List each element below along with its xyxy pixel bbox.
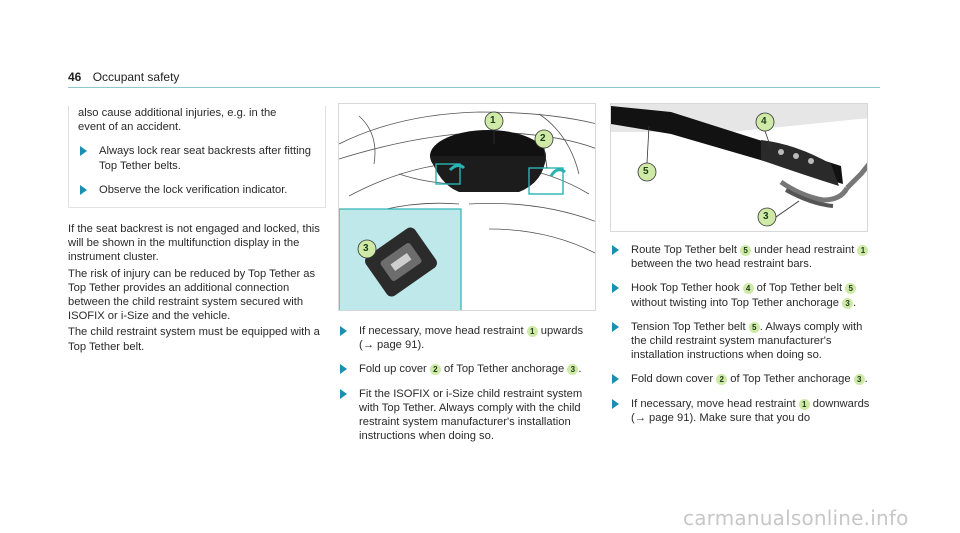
callout-2: 2	[540, 133, 546, 144]
warning-box: also cause additional injuries, e.g. in …	[68, 106, 326, 209]
bullet-item: Observe the lock verification indicator.	[78, 183, 315, 197]
step-text: between the two head restraint bars.	[631, 258, 812, 271]
arrow-icon	[612, 321, 619, 332]
step-text: .	[864, 373, 868, 386]
figure-head-restraint: 1 2 3	[338, 103, 596, 311]
arrow-icon	[340, 326, 347, 336]
column-1: also cause additional injuries, e.g. in …	[68, 106, 326, 354]
step-text: If necessary, move head restraint	[359, 325, 527, 337]
callout-5: 5	[643, 166, 649, 177]
column-3-steps: Route Top Tether belt 5 under head restr…	[610, 243, 872, 426]
step-text: . Always comply with the child restraint…	[631, 320, 863, 362]
callout-badge: 1	[857, 245, 869, 256]
tether-belt-illustration	[611, 104, 867, 227]
arrow-icon	[612, 374, 619, 385]
paragraph: The child restraint system must be equip…	[68, 326, 320, 353]
step-text: downwards (→ page 91). Make sure that yo…	[631, 397, 870, 424]
intro-text: also cause additional injuries, e.g. in …	[78, 107, 277, 134]
callout-4: 4	[761, 116, 767, 127]
arrow-icon	[340, 388, 347, 399]
step-text: Route Top Tether belt	[631, 244, 741, 256]
step-item: Fold down cover 2 of Top Tether anchorag…	[610, 372, 872, 386]
bullet-text: Observe the lock verification indicator.	[99, 183, 288, 196]
step-text: .	[578, 363, 582, 376]
callout-badge: 4	[742, 283, 754, 295]
step-item: If necessary, move head restraint 1 upwa…	[338, 324, 596, 352]
callout-1: 1	[490, 115, 496, 126]
arrow-icon	[612, 398, 619, 409]
head-restraint-illustration	[339, 111, 595, 310]
step-item: Tension Top Tether belt 5. Always comply…	[610, 320, 872, 363]
section-title: Occupant safety	[92, 70, 180, 84]
step-text: under head restraint	[751, 244, 858, 256]
step-item: Hook Top Tether hook 4 of Top Tether bel…	[610, 281, 872, 309]
step-item: Fit the ISOFIX or i-Size child restraint…	[338, 387, 596, 444]
callout-badge: 5	[740, 245, 752, 256]
callout-badge: 1	[798, 398, 810, 410]
callout-badge: 5	[845, 283, 857, 295]
callout-badge: 5	[748, 321, 760, 333]
paragraph: The risk of injury can be reduced by Top…	[68, 267, 316, 323]
step-text: .	[853, 296, 857, 309]
watermark: carmanualsonline.info	[683, 506, 909, 530]
arrow-icon	[80, 184, 87, 195]
step-item: Fold up cover 2 of Top Tether anchorage …	[338, 362, 596, 376]
step-text: of Top Tether anchorage	[727, 373, 854, 386]
figure-tether-belt: 4 5 3	[610, 103, 868, 232]
bullet-item: Always lock rear seat backrests after fi…	[78, 144, 315, 172]
bullet-text: Always lock rear seat backrests after fi…	[99, 145, 312, 172]
paragraph: If the seat backrest is not engaged and …	[68, 223, 320, 264]
arrow-icon	[340, 364, 347, 375]
callout-3: 3	[763, 211, 769, 222]
step-text: of Top Tether anchorage	[440, 363, 568, 376]
step-text: upwards (→ page 91).	[359, 325, 584, 352]
arrow-icon	[612, 245, 619, 255]
callout-badge: 3	[567, 364, 579, 376]
step-text: without twisting into Top Tether anchora…	[631, 296, 843, 309]
page-header: 46 Occupant safety	[68, 70, 179, 84]
step-text: Fold down cover	[631, 373, 717, 386]
page-number: 46	[68, 70, 82, 84]
step-text: Fit the ISOFIX or i-Size child restraint…	[359, 387, 583, 443]
step-text: Fold up cover	[359, 363, 430, 376]
step-text: If necessary, move head restraint	[631, 397, 799, 410]
header-rule	[68, 87, 880, 88]
step-text: Hook Top Tether hook	[631, 282, 743, 295]
callout-badge: 2	[429, 364, 441, 376]
step-text: Tension Top Tether belt	[631, 320, 749, 333]
callout-badge: 3	[853, 374, 865, 386]
arrow-icon	[612, 283, 619, 294]
callout-badge: 2	[716, 374, 728, 386]
step-item: Route Top Tether belt 5 under head restr…	[610, 243, 872, 271]
step-text: of Top Tether belt	[753, 282, 846, 295]
arrow-icon	[80, 146, 87, 157]
step-item: If necessary, move head restraint 1 down…	[610, 397, 872, 425]
callout-badge: 1	[526, 326, 538, 337]
column-2-steps: If necessary, move head restraint 1 upwa…	[338, 324, 596, 444]
callout-3: 3	[363, 243, 369, 254]
callout-badge: 3	[842, 297, 854, 309]
